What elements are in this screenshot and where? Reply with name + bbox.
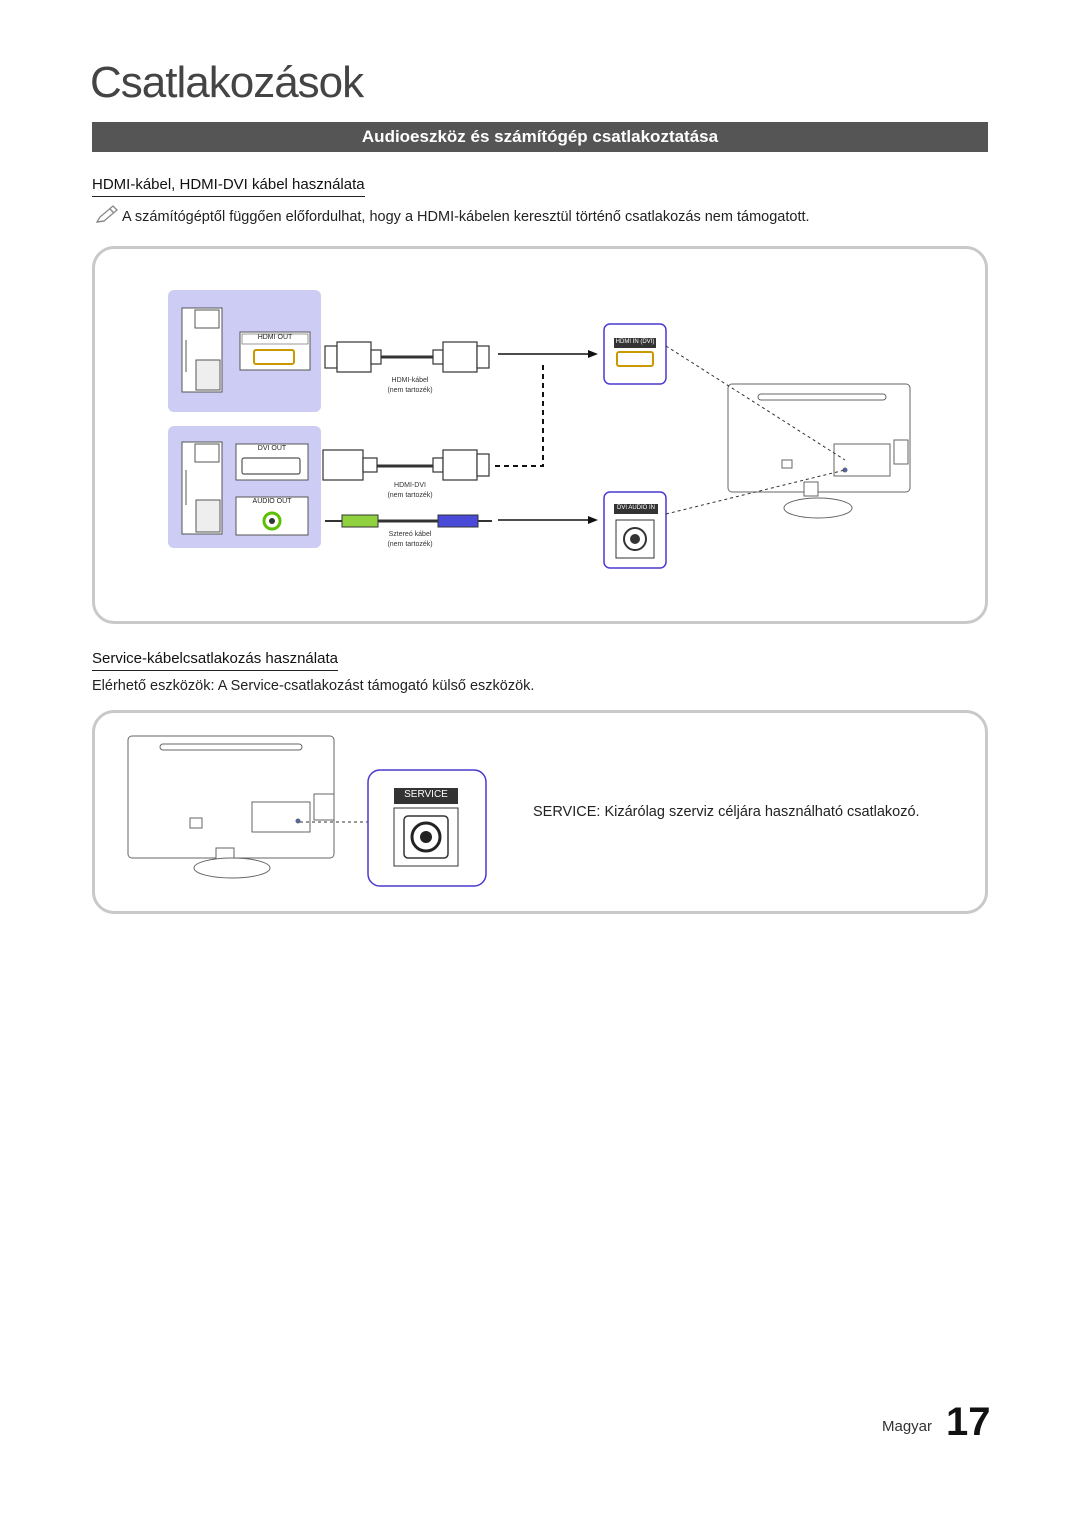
hdmi-diagram-panel (92, 246, 988, 624)
cable-dvi-note: (nem tartozék) (387, 492, 433, 499)
pc-dvi-out-label: DVI OUT (257, 445, 287, 452)
page-title: Csatlakozások (90, 58, 364, 107)
pencil-note-icon (95, 205, 118, 223)
cable-stereo-note: (nem tartozék) (387, 541, 433, 548)
service-port-label: SERVICE (404, 789, 448, 800)
section-heading: Audioeszköz és számítógép csatlakoztatás… (92, 122, 988, 152)
service-caption: SERVICE: Kizárólag szerviz céljára haszn… (533, 804, 920, 820)
pc-hdmi-out-label: HDMI OUT (257, 334, 293, 341)
service-port-icon (410, 821, 442, 853)
cable-hdmi-note: (nem tartozék) (387, 387, 433, 394)
cable-stereo-label: Sztereó kábel (388, 531, 432, 538)
page-number: 17 (946, 1400, 991, 1444)
hdmi-subtitle: HDMI-kábel, HDMI-DVI kábel használata (92, 176, 365, 197)
tv-hdmi-in-label: HDMI IN (DVI) (615, 339, 655, 345)
service-devices-text: Elérhető eszközök: A Service-csatlakozás… (92, 678, 535, 694)
pc-audio-out-label: AUDIO OUT (252, 498, 292, 505)
hdmi-note: A számítógéptől függően előfordulhat, ho… (122, 209, 810, 225)
service-subtitle: Service-kábelcsatlakozás használata (92, 650, 338, 671)
service-caption-label: SERVICE (533, 804, 597, 820)
service-caption-text: : Kizárólag szerviz céljára használható … (596, 804, 920, 820)
cable-hdmi-label: HDMI-kábel (391, 377, 429, 384)
tv-dvi-audio-in-label: DVI AUDIO IN (616, 505, 655, 511)
cable-dvi-label: HDMI-DVI (394, 482, 426, 489)
footer-language: Magyar (882, 1418, 933, 1435)
tv-back-service-icon (127, 735, 335, 879)
